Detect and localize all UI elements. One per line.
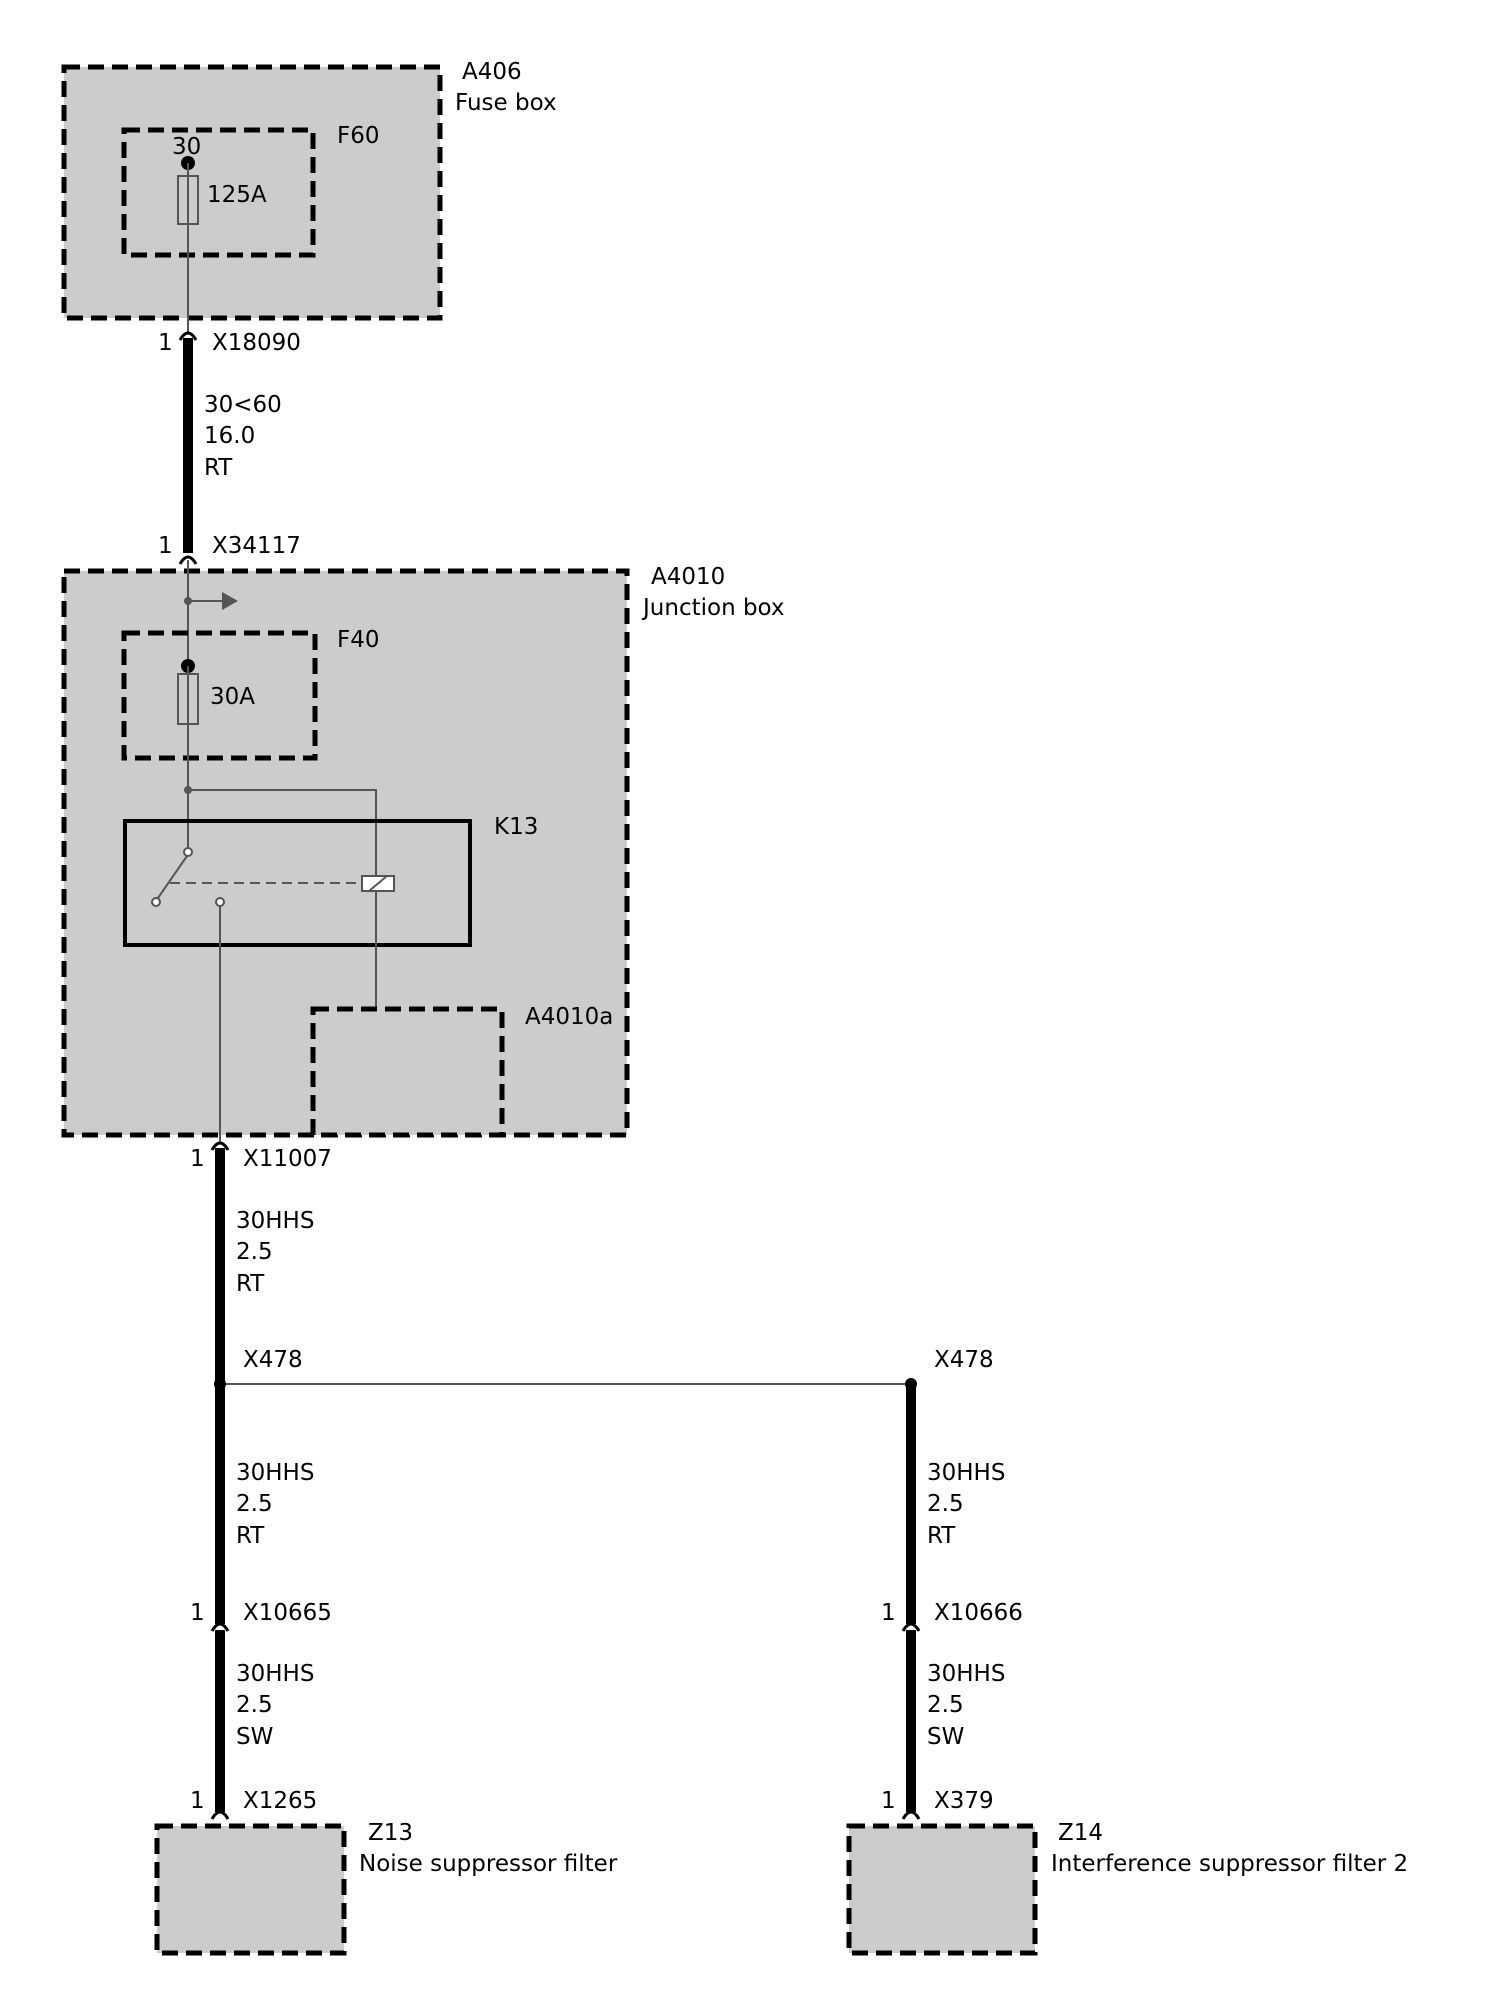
- connector-x34117-symbol: [178, 555, 198, 565]
- connector-x379-symbol: [901, 1810, 921, 1820]
- connector-x11007-id: X11007: [243, 1146, 332, 1172]
- connector-x1265-symbol: [210, 1810, 230, 1820]
- wire-30-60-signal: 30<60: [204, 392, 282, 418]
- wire-left-branch-signal: 30HHS: [236, 1460, 314, 1486]
- wire-left-sw-size: 2.5: [236, 1692, 273, 1718]
- fuse-box-id: A406: [462, 59, 522, 85]
- relay-common-contact: [183, 847, 193, 857]
- wire-left-sw-signal: 30HHS: [236, 1661, 314, 1687]
- wire-30hhs-main-size: 2.5: [236, 1239, 273, 1265]
- fuse-f40-rating: 30A: [210, 684, 255, 710]
- connector-x11007-pin: 1: [190, 1146, 205, 1172]
- wire-30hhs-main-color: RT: [236, 1271, 265, 1297]
- wire-right-sw-size: 2.5: [927, 1692, 964, 1718]
- filter-z13: [154, 1823, 347, 1956]
- connector-x34117-pin: 1: [158, 533, 173, 559]
- connector-x10666-pin: 1: [881, 1600, 896, 1626]
- fuse-box-a406: [61, 64, 443, 321]
- connector-x379-id: X379: [934, 1788, 994, 1814]
- wire-right-sw-signal: 30HHS: [927, 1661, 1005, 1687]
- wire-relay-coil-feed: [188, 789, 377, 879]
- connector-x10666-symbol: [901, 1622, 921, 1632]
- connector-x18090-pin: 1: [158, 330, 173, 356]
- filter-z13-id: Z13: [368, 1820, 413, 1846]
- connector-x10665-pin: 1: [190, 1600, 205, 1626]
- module-a4010a: [310, 1006, 505, 1138]
- fuse-f60-housing: [121, 127, 316, 258]
- connector-x10665-id: X10665: [243, 1600, 332, 1626]
- connector-x1265-pin: 1: [190, 1788, 205, 1814]
- wire-left-branch-size: 2.5: [236, 1491, 273, 1517]
- wire-left-branch-color: RT: [236, 1523, 265, 1549]
- relay-k13: [123, 819, 472, 947]
- fuse-f40-id: F40: [337, 627, 380, 653]
- junction-box-id: A4010: [651, 564, 725, 590]
- connector-x10665-symbol: [210, 1622, 230, 1632]
- connector-x18090-symbol: [178, 331, 198, 341]
- relay-nc-contact: [151, 897, 161, 907]
- relay-no-contact: [215, 897, 225, 907]
- filter-z13-name: Noise suppressor filter: [359, 1851, 618, 1877]
- filter-z14-name: Interference suppressor filter 2: [1051, 1851, 1408, 1877]
- wire-right-branch-signal: 30HHS: [927, 1460, 1005, 1486]
- relay-k13-id: K13: [494, 814, 538, 840]
- fuse-f40-housing: [121, 630, 318, 761]
- fuse-f60-rating: 125A: [207, 182, 267, 208]
- fuse-f60-terminal: 30: [172, 134, 201, 160]
- wire-right-sw-color: SW: [927, 1724, 964, 1750]
- wire-30hhs-main-signal: 30HHS: [236, 1208, 314, 1234]
- relay-switch-arm: [157, 855, 188, 899]
- connector-x11007-symbol: [210, 1141, 230, 1151]
- connector-x1265-id: X1265: [243, 1788, 317, 1814]
- filter-z14: [846, 1823, 1038, 1956]
- module-a4010a-id: A4010a: [525, 1004, 613, 1030]
- wire-left-sw-color: SW: [236, 1724, 273, 1750]
- connector-x379-pin: 1: [881, 1788, 896, 1814]
- connector-x18090-id: X18090: [212, 330, 301, 356]
- filter-z14-id: Z14: [1058, 1820, 1103, 1846]
- wire-30-60-color: RT: [204, 455, 233, 481]
- wire-30-60-size: 16.0: [204, 423, 255, 449]
- junction-box-name: Junction box: [641, 595, 785, 621]
- splice-right-id: X478: [934, 1347, 994, 1373]
- fuse-box-name: Fuse box: [455, 90, 557, 116]
- fuse-f60-id: F60: [337, 123, 380, 149]
- wire-right-branch-size: 2.5: [927, 1491, 964, 1517]
- continuation-arrow-icon: [222, 592, 238, 610]
- connector-x10666-id: X10666: [934, 1600, 1023, 1626]
- connector-x34117-id: X34117: [212, 533, 301, 559]
- wire-right-branch-color: RT: [927, 1523, 956, 1549]
- relay-coil-slash: [368, 875, 388, 892]
- splice-left-id: X478: [243, 1347, 303, 1373]
